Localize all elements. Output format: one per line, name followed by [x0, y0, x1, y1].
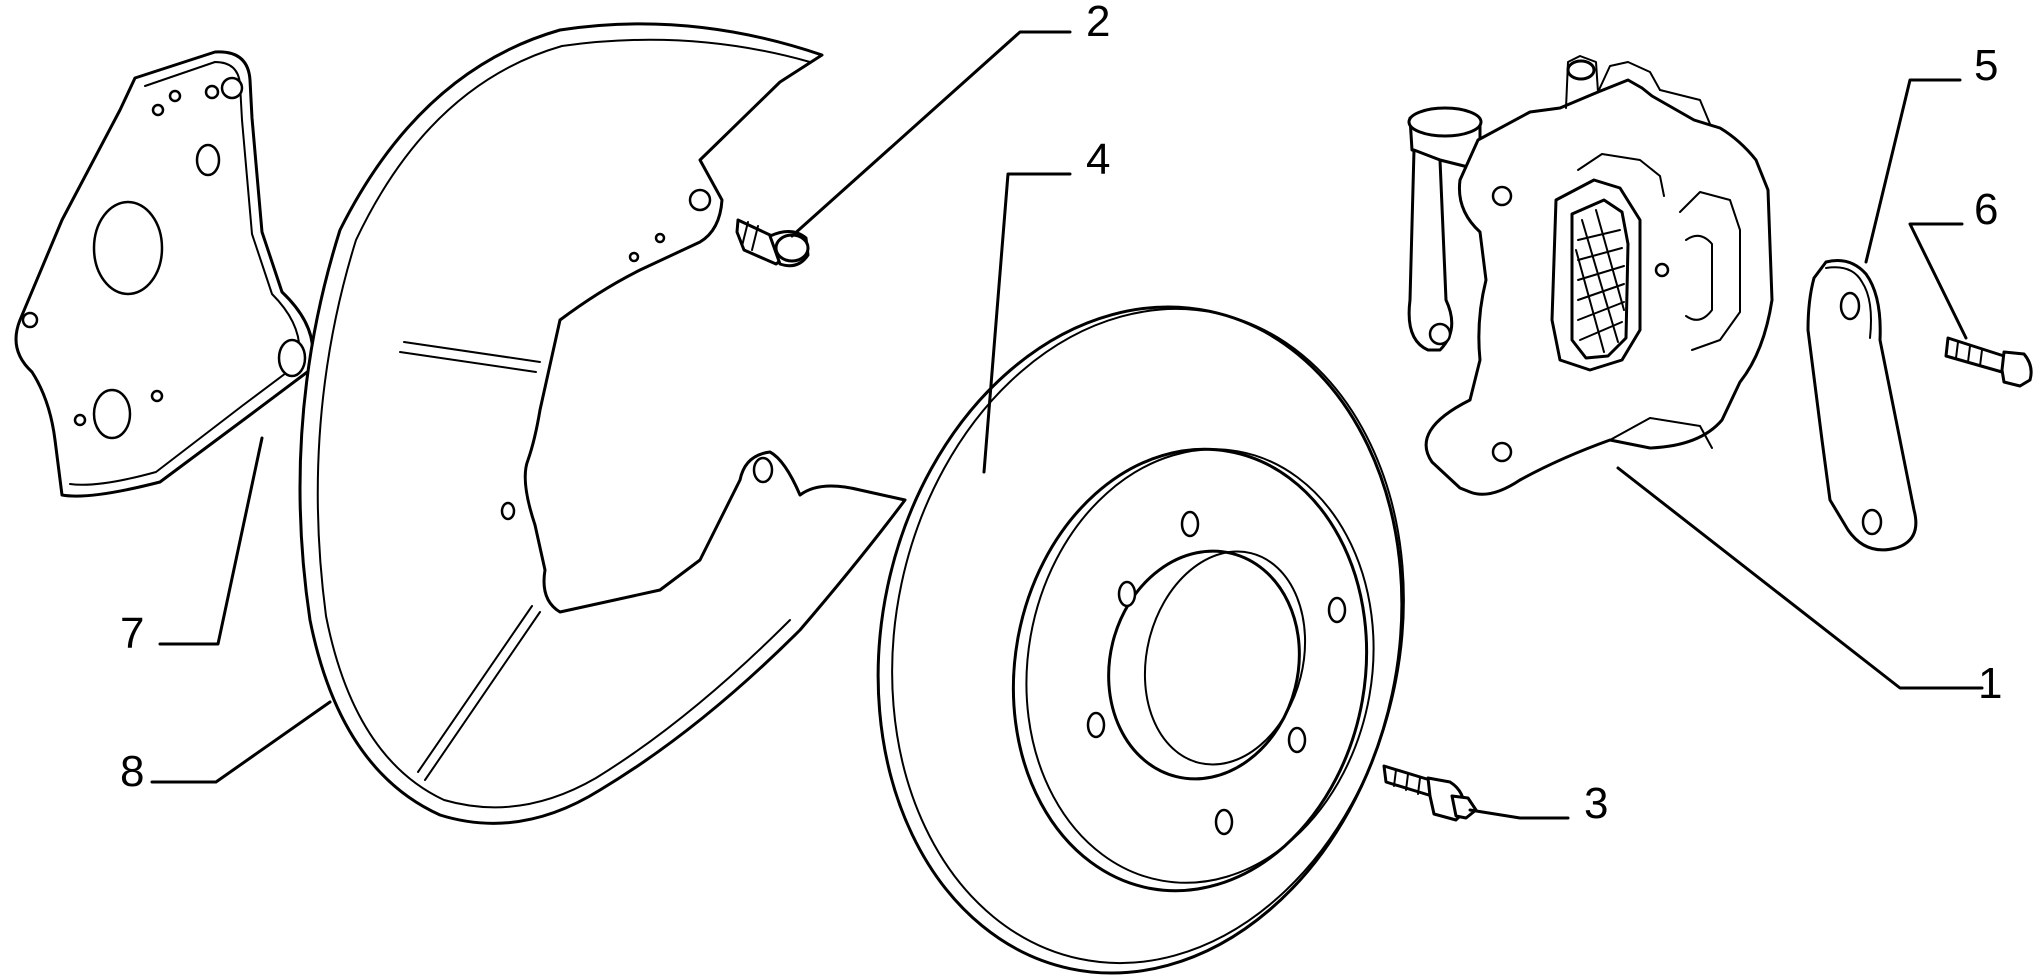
leader-4 — [982, 172, 1072, 474]
mounting-plate — [14, 50, 315, 498]
leader-1 — [1616, 466, 1984, 690]
bracket-link — [1806, 259, 1918, 552]
bolt-6 — [1944, 336, 2033, 388]
callout-3: 3 — [1584, 779, 1608, 828]
callout-4: 4 — [1086, 135, 1110, 184]
leader-6 — [1908, 222, 1968, 340]
callout-5: 5 — [1974, 41, 1998, 90]
bolt-2 — [735, 218, 810, 268]
callout-7: 7 — [120, 609, 144, 658]
brake-disc — [876, 305, 1405, 975]
brake-caliper — [1407, 55, 1774, 496]
callout-2: 2 — [1086, 0, 1110, 46]
leader-8 — [150, 700, 332, 784]
dust-shield — [298, 22, 907, 825]
callout-6: 6 — [1974, 185, 1998, 234]
bolt-3 — [1382, 764, 1478, 822]
leader-5 — [1864, 78, 1962, 264]
leader-2 — [790, 30, 1072, 238]
callout-8: 8 — [120, 747, 144, 796]
brake-pad-friction — [1575, 209, 1625, 353]
leader-3 — [1468, 808, 1570, 820]
leader-lines — [150, 30, 1984, 820]
leader-7 — [158, 436, 264, 646]
callout-1: 1 — [1978, 659, 2002, 708]
